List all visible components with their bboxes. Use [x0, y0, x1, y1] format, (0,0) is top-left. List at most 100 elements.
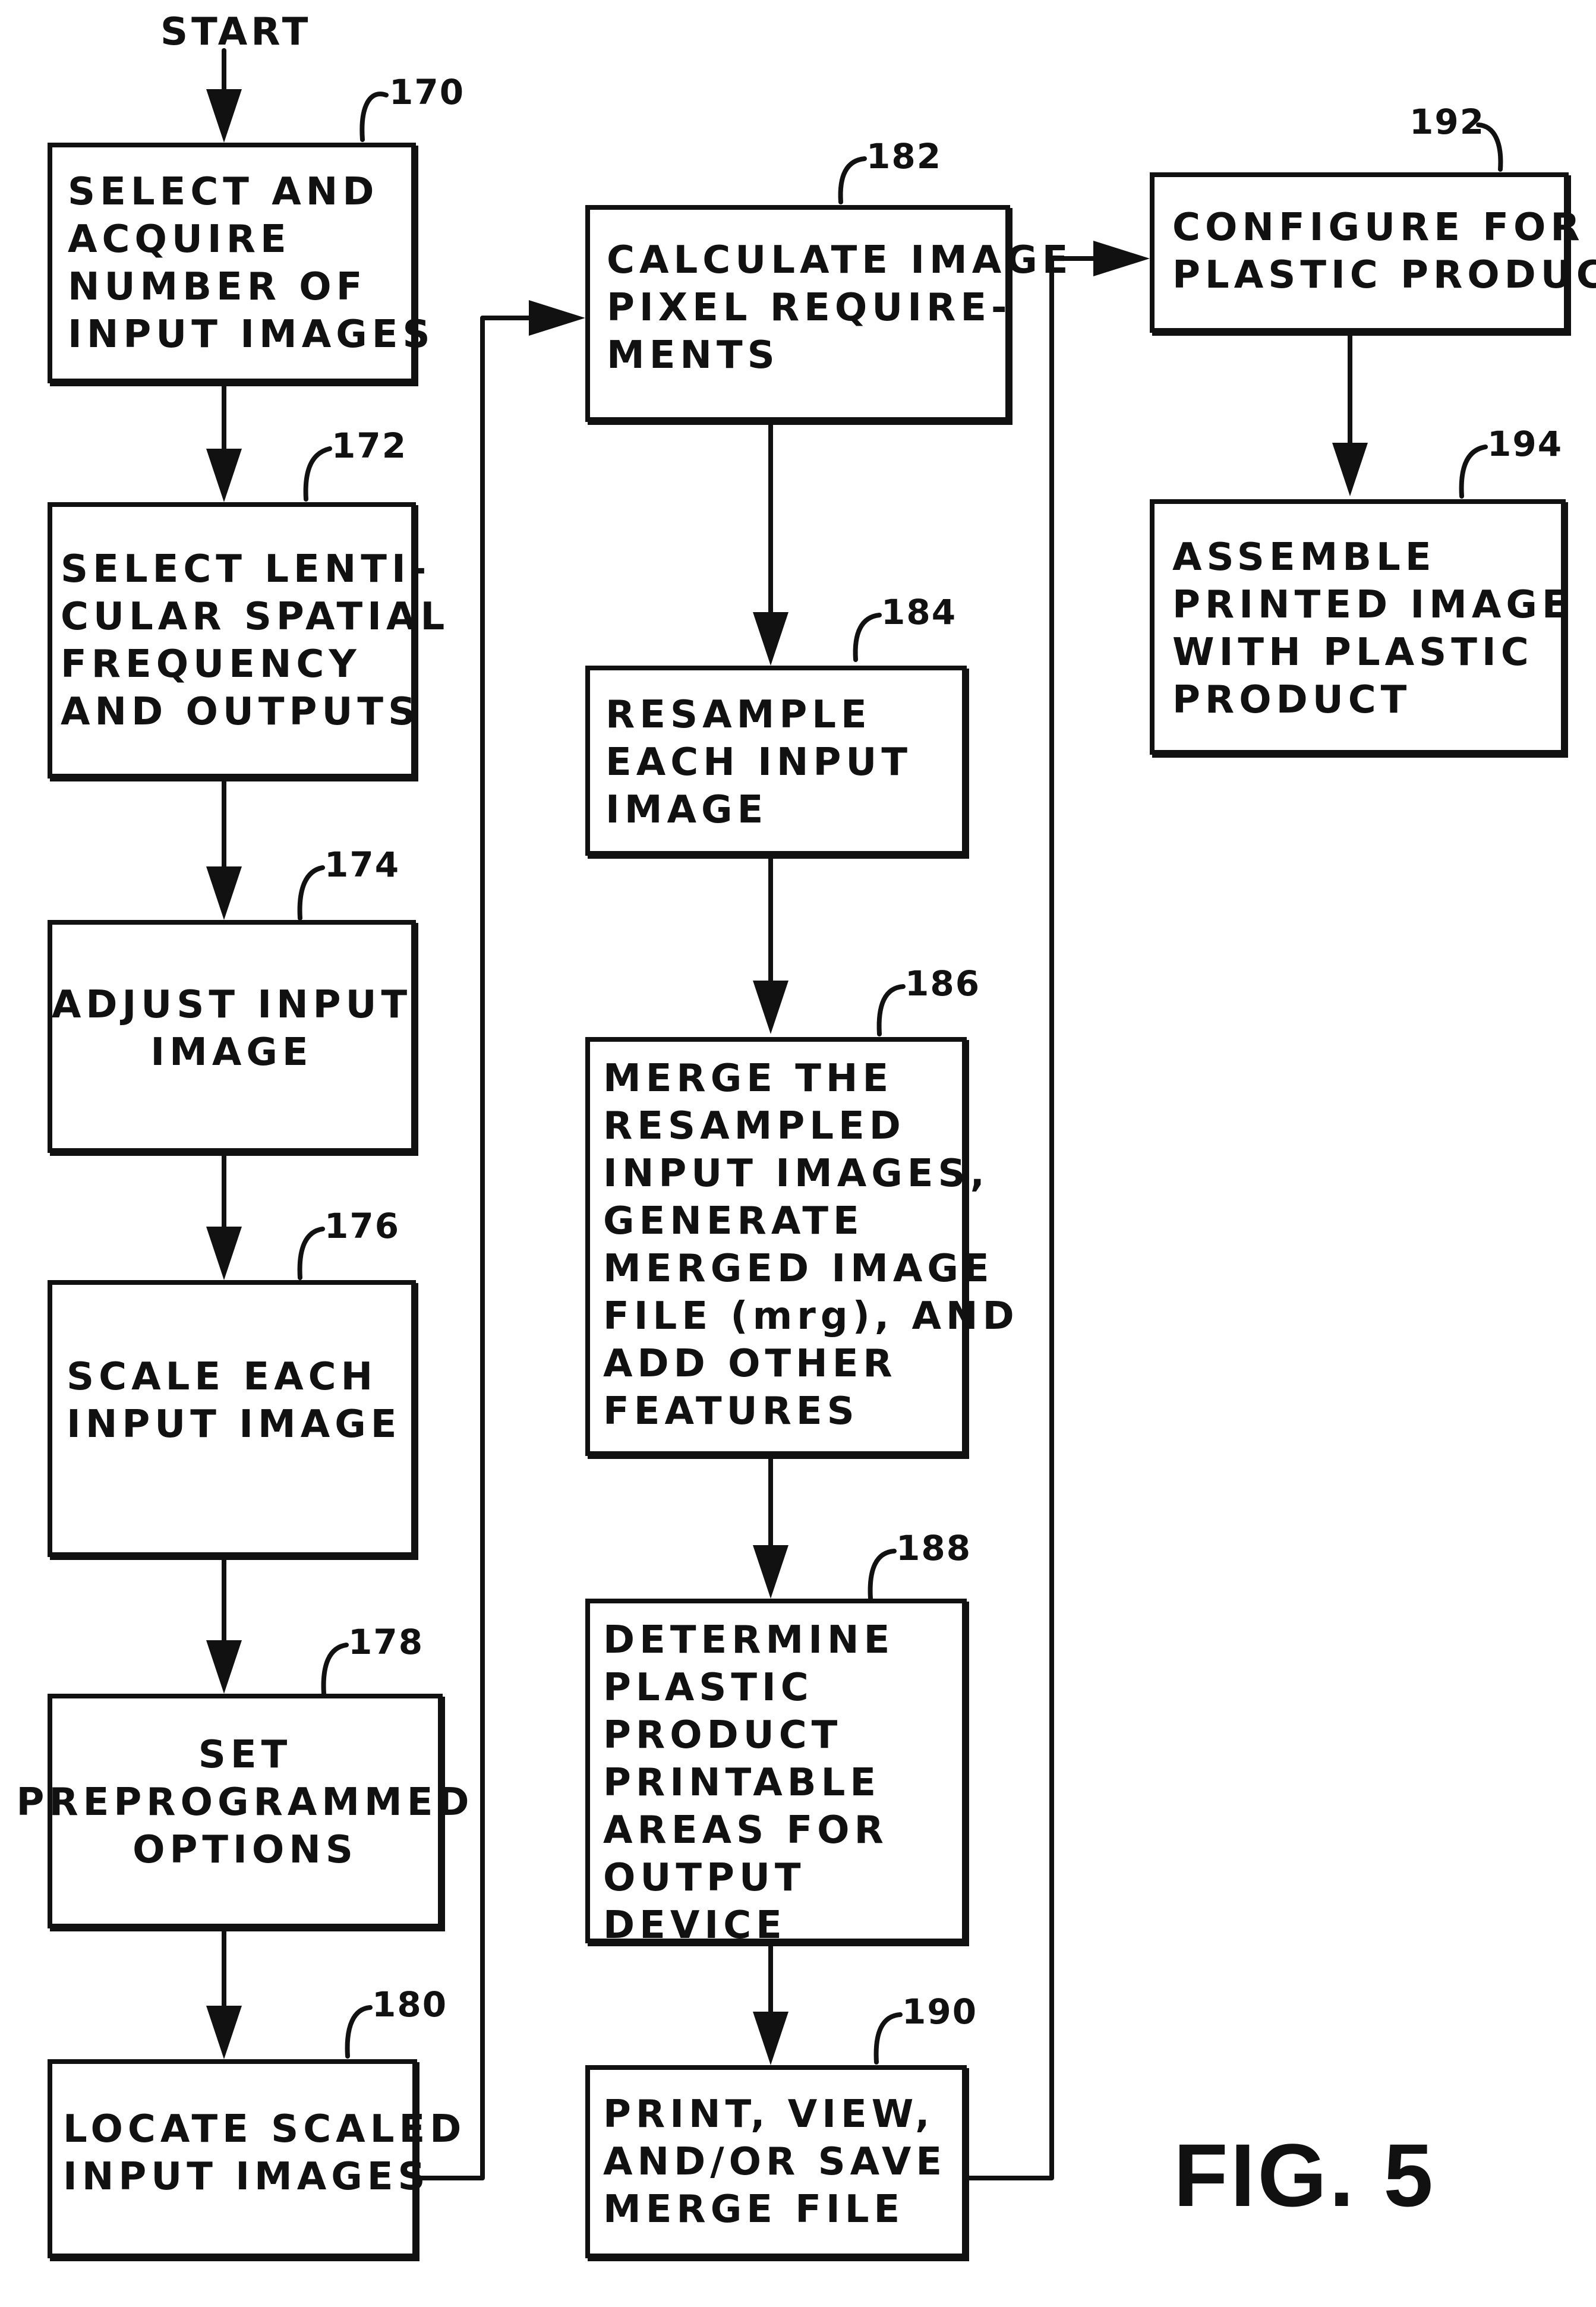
- step-text-line: OUTPUT: [603, 1856, 806, 1900]
- step-text-line: OPTIONS: [133, 1828, 358, 1872]
- step-text-line: AND/OR SAVE: [603, 2139, 947, 2184]
- step-text-line: DETERMINE: [603, 1618, 895, 1662]
- ref-170: 170: [389, 72, 465, 112]
- ref-190: 190: [902, 1991, 978, 2032]
- step-text-line: CONFIGURE FOR: [1172, 206, 1585, 250]
- step-text-line: MERGE THE: [603, 1057, 894, 1101]
- leader-180: [345, 2005, 373, 2059]
- leader-174: [297, 865, 325, 921]
- step-text-line: PRODUCT: [603, 1713, 843, 1757]
- step-text-line: PIXEL REQUIRE-: [607, 286, 1012, 330]
- step-text-line: MENTS: [607, 333, 780, 377]
- step-text-line: FEATURES: [603, 1389, 859, 1433]
- arrow-172-to-174: [206, 776, 242, 920]
- step-text-line: AREAS FOR: [603, 1808, 888, 1852]
- arrow-start-to-170: [206, 48, 242, 143]
- arrow-178-to-180: [206, 1926, 242, 2059]
- step-text-line: SELECT LENTI-: [61, 547, 431, 591]
- leader-178: [321, 1643, 349, 1696]
- step-text-line: INPUT IMAGES: [68, 312, 435, 357]
- step-text-line: PRINT, VIEW,: [603, 2092, 935, 2136]
- arrow-186-to-188: [753, 1454, 788, 1599]
- ref-176: 176: [324, 1206, 400, 1246]
- ref-182: 182: [866, 136, 942, 177]
- leader-186: [876, 984, 906, 1036]
- step-text-line: FREQUENCY: [61, 642, 361, 686]
- step-text-line: RESAMPLE: [605, 693, 872, 737]
- arrow-176-to-178: [206, 1555, 242, 1694]
- arrow-190-to-192: [964, 241, 1150, 2180]
- step-text-line: AND OUTPUTS: [61, 689, 421, 734]
- step-text-line: DEVICE: [603, 1903, 787, 1947]
- arrow-192-to-194: [1332, 330, 1368, 496]
- leader-188: [868, 1549, 897, 1601]
- step-text-line: MERGE FILE: [603, 2187, 905, 2232]
- step-text-line: SCALE EACH: [67, 1355, 378, 1399]
- start-label: START: [160, 10, 312, 54]
- step-text-line: INPUT IMAGES: [63, 2154, 430, 2199]
- step-text-line: INPUT IMAGE: [67, 1403, 402, 1446]
- step-text-line: ADJUST INPUT: [51, 983, 412, 1027]
- step-text-line: MERGED IMAGE: [603, 1247, 994, 1291]
- step-text-line: SELECT AND: [68, 169, 379, 214]
- leader-184: [853, 613, 882, 662]
- arrow-188-to-190: [753, 1941, 788, 2065]
- leader-194: [1459, 445, 1488, 499]
- arrow-180-to-182: [415, 300, 585, 2180]
- step-text-line: IMAGE: [150, 1030, 313, 1074]
- step-text-line: PREPROGRAMMED: [16, 1780, 474, 1824]
- ref-184: 184: [881, 592, 957, 632]
- ref-174: 174: [324, 844, 400, 885]
- step-text-line: PRINTED IMAGE: [1172, 583, 1573, 627]
- step-text-line: PLASTIC PRODUCT: [1172, 253, 1596, 297]
- leader-172: [303, 446, 332, 502]
- step-text-line: PRINTABLE: [603, 1761, 881, 1805]
- ref-188: 188: [896, 1528, 972, 1568]
- leader-190: [873, 2012, 903, 2065]
- figure-label: FIG. 5: [1174, 2125, 1436, 2225]
- ref-194: 194: [1487, 424, 1563, 464]
- ref-178: 178: [348, 1622, 424, 1662]
- arrow-174-to-176: [206, 1151, 242, 1280]
- ref-186: 186: [905, 963, 981, 1004]
- step-text-line: SET: [198, 1733, 292, 1777]
- step-text-line: INPUT IMAGES,: [603, 1152, 989, 1196]
- step-text-line: EACH INPUT: [605, 740, 912, 784]
- step-text-line: PRODUCT: [1172, 678, 1412, 722]
- leader-170: [359, 92, 389, 142]
- step-text-line: RESAMPLED: [603, 1104, 906, 1148]
- step-text-line: LOCATE SCALED: [63, 2107, 466, 2151]
- step-text-line: ACQUIRE: [68, 217, 291, 261]
- step-text-line: PLASTIC: [603, 1666, 813, 1710]
- step-text-line: ADD OTHER: [603, 1342, 897, 1386]
- arrow-184-to-186: [753, 853, 788, 1034]
- step-text-line: ASSEMBLE: [1172, 535, 1436, 579]
- step-text-line: NUMBER OF: [68, 264, 367, 309]
- ref-172: 172: [332, 426, 408, 466]
- step-text-line: FILE (mrg), AND: [603, 1294, 1019, 1338]
- step-text-line: WITH PLASTIC: [1172, 631, 1534, 675]
- step-text-line: GENERATE: [603, 1199, 864, 1243]
- ref-192: 192: [1409, 102, 1485, 142]
- leader-182: [838, 156, 867, 204]
- ref-180: 180: [372, 1984, 448, 2025]
- arrow-170-to-172: [206, 381, 242, 502]
- leader-192: [1476, 122, 1503, 172]
- step-text-line: IMAGE: [605, 788, 768, 832]
- step-text-line: CALCULATE IMAGE: [607, 238, 1073, 282]
